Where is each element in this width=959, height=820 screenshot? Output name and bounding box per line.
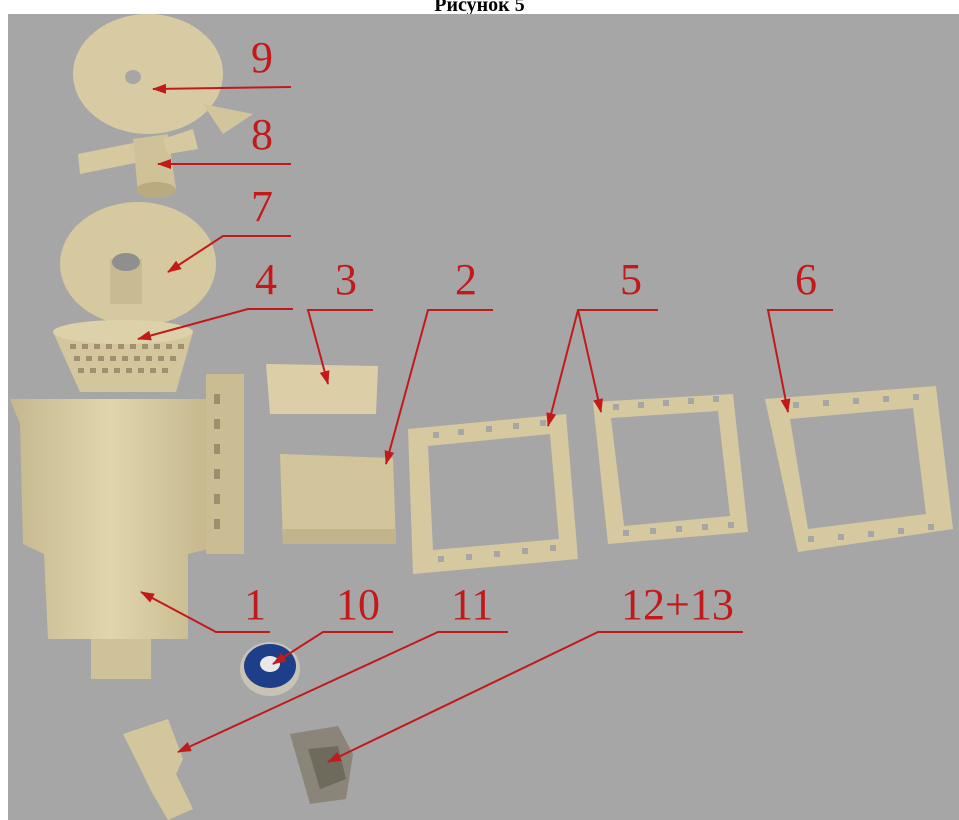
part-5-gasket-a xyxy=(408,414,578,574)
part-6-face-plate xyxy=(765,386,953,552)
part-10-sealing-tape xyxy=(240,642,300,696)
callout-6: 6 xyxy=(795,255,817,304)
callout-4: 4 xyxy=(255,255,277,304)
callout-9: 9 xyxy=(251,33,273,82)
callout-10: 10 xyxy=(336,580,380,629)
callout-7: 7 xyxy=(251,182,273,231)
part-2-float-door xyxy=(280,454,396,544)
part-5-gasket-b xyxy=(593,394,748,544)
callout-5: 5 xyxy=(620,255,642,304)
callout-2: 2 xyxy=(455,255,477,304)
callout-3: 3 xyxy=(335,255,357,304)
callout-1: 1 xyxy=(244,580,266,629)
callout-8: 8 xyxy=(251,110,273,159)
exploded-view-figure: 9 8 7 4 3 2 5 6 1 10 11 12+13 xyxy=(8,14,959,820)
part-3-weir-flap xyxy=(266,364,378,414)
callout-11: 11 xyxy=(451,580,493,629)
callout-12-13: 12+13 xyxy=(621,580,734,629)
part-7-cover-disc xyxy=(60,202,216,326)
